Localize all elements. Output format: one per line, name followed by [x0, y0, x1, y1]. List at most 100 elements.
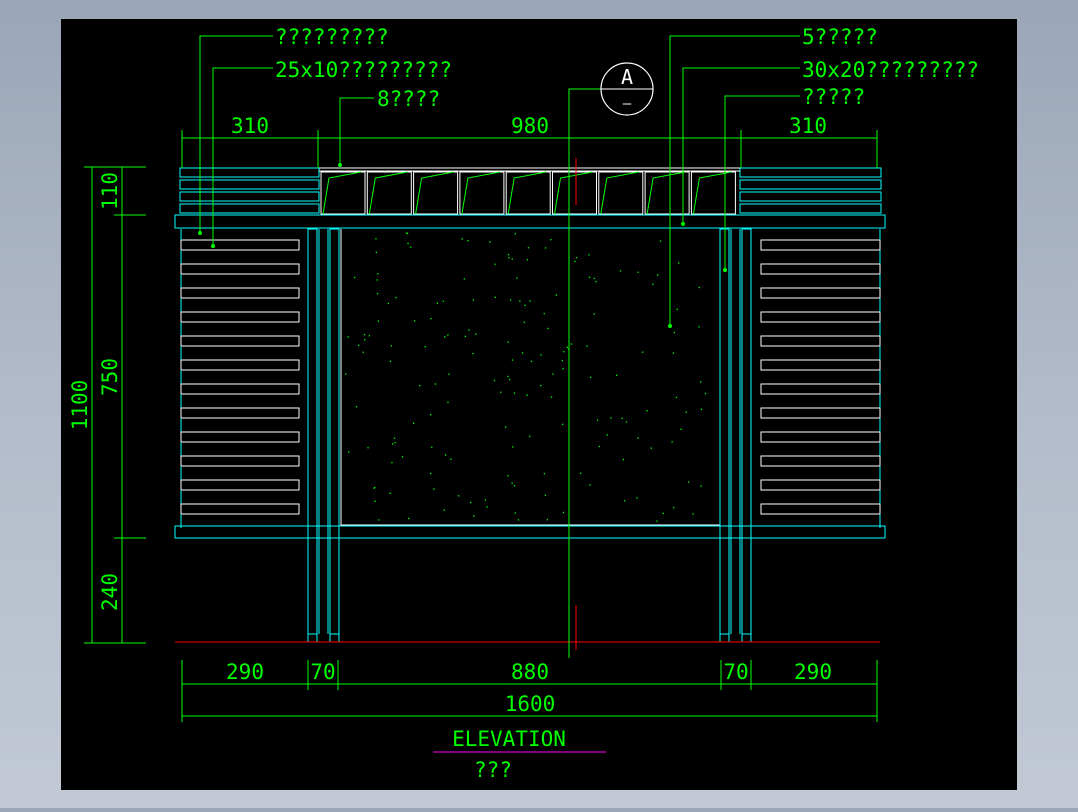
speckle-dot — [519, 300, 521, 302]
speckle-dot — [672, 352, 675, 354]
speckle-dot — [511, 482, 513, 484]
louver-bar — [760, 455, 881, 467]
section-letter: A — [621, 65, 633, 89]
drawing-subtitle: ??? — [474, 758, 512, 782]
speckle-dot — [700, 408, 703, 410]
speckle-dot — [430, 317, 432, 320]
speckle-dot — [543, 472, 545, 475]
dim-bottom-1: 290 — [226, 660, 264, 684]
roof-slat — [413, 171, 459, 215]
louver-bar — [760, 431, 881, 443]
louver-bar — [180, 359, 300, 371]
speckle-dot — [410, 246, 412, 248]
speckle-dot — [464, 335, 466, 337]
louver-bar — [180, 335, 300, 347]
roof-slat — [366, 171, 412, 215]
speckle-dot — [687, 481, 690, 483]
leader-lines-right — [669, 35, 800, 326]
speckle-dot — [544, 494, 547, 497]
speckle-dot — [598, 445, 601, 448]
roof-slat-hatch — [322, 171, 362, 215]
speckle-dot — [659, 240, 662, 242]
speckle-dot — [508, 257, 510, 259]
speckle-dot — [424, 346, 426, 348]
speckle-dot — [563, 351, 565, 353]
speckle-dot — [430, 472, 432, 475]
speckle-dot — [527, 247, 530, 249]
speckle-dot — [486, 506, 488, 508]
speckle-dot — [472, 299, 474, 301]
callout-6: ????? — [802, 85, 865, 109]
speckle-dot — [589, 484, 591, 486]
speckle-dot — [637, 437, 639, 439]
speckle-dot — [434, 383, 437, 385]
speckle-dot — [555, 294, 557, 296]
leader-dot — [723, 268, 727, 272]
speckle-dot — [570, 343, 573, 345]
speckle-dot — [524, 304, 526, 306]
dim-bottom-4: 70 — [723, 660, 748, 684]
speckle-dot — [433, 488, 435, 490]
speckle-dot — [494, 296, 497, 298]
speckle-dot — [431, 446, 433, 448]
roof-slat — [644, 171, 690, 215]
speckle-dot — [529, 300, 531, 302]
speckle-dot — [575, 257, 578, 259]
speckle-dot — [700, 381, 702, 383]
speckle-dot — [509, 378, 511, 381]
speckle-dot — [606, 434, 608, 436]
speckle-dot — [408, 517, 410, 520]
top-roof-slats — [320, 171, 736, 215]
roof-slat — [690, 171, 736, 215]
speckle-dot — [526, 394, 528, 396]
speckle-dot — [347, 336, 349, 338]
speckle-dot — [625, 421, 628, 423]
speckle-dot — [405, 232, 408, 234]
leader-dot — [198, 231, 202, 235]
louver-bar — [180, 383, 300, 395]
speckle-dot — [489, 241, 491, 243]
louver-bar — [180, 239, 300, 251]
speckle-dot — [544, 247, 547, 249]
speckle-dot — [517, 519, 520, 521]
dim-bottom-3: 880 — [511, 660, 549, 684]
speckle-dot — [561, 359, 563, 362]
speckle-dot — [509, 299, 512, 301]
roof-slat-hatch — [646, 171, 686, 215]
speckle-dot — [468, 329, 470, 331]
speckle-dot — [389, 492, 391, 494]
dim-left-3: 240 — [98, 573, 122, 611]
speckle-dot — [673, 331, 675, 334]
louver-bar — [180, 407, 300, 419]
roof-slat-hatch — [461, 171, 500, 215]
speckle-dot — [448, 373, 450, 375]
speckle-dot — [513, 392, 516, 394]
dim-top-3: 310 — [789, 114, 827, 138]
bottom-dimension-lines — [181, 660, 878, 722]
louver-bar — [180, 431, 300, 443]
speckle-dot — [436, 302, 438, 304]
speckle-dot — [678, 262, 680, 264]
speckle-dot — [550, 239, 552, 241]
speckle-dot — [513, 485, 516, 487]
speckle-dot — [393, 437, 396, 439]
speckle-dot — [529, 435, 531, 438]
section-marker[interactable]: A — — [568, 62, 654, 658]
speckle-dot — [507, 341, 509, 343]
speckle-dot — [507, 253, 510, 256]
callout-1: ????????? — [275, 25, 389, 49]
speckle-dot — [623, 500, 626, 502]
speckle-dot — [650, 447, 652, 449]
speckle-dot — [619, 270, 622, 272]
left-louver-bars — [180, 229, 300, 528]
speckle-dot — [685, 411, 687, 413]
speckle-dot — [363, 334, 366, 336]
speckle-dot — [700, 485, 702, 487]
louver-bar — [760, 407, 881, 419]
speckle-dot — [580, 472, 582, 474]
louver-bar — [760, 335, 881, 347]
speckle-dot — [430, 414, 432, 416]
speckle-dot — [387, 302, 389, 305]
